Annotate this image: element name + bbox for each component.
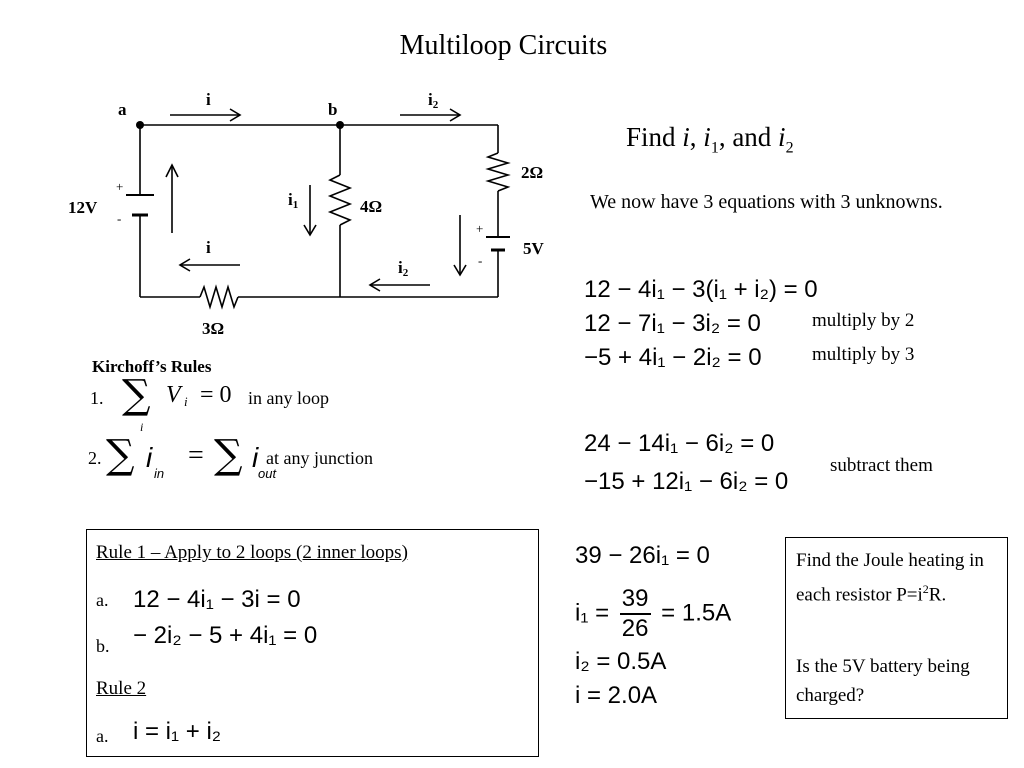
equation-8: i₂ = 0.5A [575, 648, 667, 675]
equation-3: −5 + 4i₁ − 2i₂ = 0 [584, 344, 762, 371]
node-a-label: a [118, 100, 127, 119]
plus-12v: + [116, 179, 123, 194]
intro-text: We now have 3 equations with 3 unknowns. [590, 191, 943, 213]
current-i-bottom-label: i [206, 238, 211, 257]
equation-9: i = 2.0A [575, 682, 658, 709]
node-b-label: b [328, 100, 337, 119]
note-subtract: subtract them [830, 455, 933, 476]
kirchoff-heading: Kirchoff’s Rules [92, 357, 212, 376]
question-battery: Is the 5V battery being charged? [796, 656, 970, 706]
note-multiply-3: multiply by 3 [812, 344, 915, 365]
minus-12v: - [117, 211, 121, 226]
rule-2a-equation: i = i₁ + i₂ [133, 718, 222, 745]
plus-5v: + [476, 221, 483, 236]
current-i2-top-label: i2 [428, 90, 439, 111]
resistor-4ohm-label: 4Ω [360, 197, 382, 216]
current-i2-bottom-label: i2 [398, 258, 409, 279]
rule-1a-label: a. [96, 590, 109, 610]
minus-5v: - [478, 253, 482, 268]
resistor-3ohm-label: 3Ω [202, 319, 224, 338]
current-i1-label: i1 [288, 190, 298, 211]
current-i-top-label: i [206, 90, 211, 109]
rule-1b-label: b. [96, 636, 110, 656]
equation-2: 12 − 7i₁ − 3i₂ = 0 [584, 310, 761, 337]
rule-2-heading: Rule 2 [96, 678, 147, 699]
find-heading: Find i, i1, and i2 [626, 122, 794, 157]
note-multiply-2: multiply by 2 [812, 310, 915, 331]
rule-2a-label: a. [96, 726, 109, 746]
rule-1-heading: Rule 1 – Apply to 2 loops (2 inner loops… [96, 542, 408, 563]
rule-1b-equation: − 2i₂ − 5 + 4i₁ = 0 [133, 622, 318, 649]
equation-1: 12 − 4i₁ − 3(i₁ + i₂) = 0 [584, 276, 818, 303]
equation-4: 24 − 14i₁ − 6i₂ = 0 [584, 430, 775, 457]
circuit-diagram: a b i i2 i1 i i2 12V 5V 4Ω 2Ω 3Ω + - + - [68, 90, 545, 338]
equation-5: −15 + 12i₁ − 6i₂ = 0 [584, 468, 789, 495]
question-box: Find the Joule heating in each resistor … [785, 537, 1008, 719]
battery-5v-label: 5V [523, 239, 545, 258]
rule-1a-equation: 12 − 4i₁ − 3i = 0 [133, 586, 301, 613]
battery-12v-label: 12V [68, 198, 98, 217]
equation-6: 39 − 26i₁ = 0 [575, 542, 710, 569]
page-title: Multiloop Circuits [399, 30, 608, 61]
question-joule: Find the Joule heating in each resistor … [796, 550, 984, 606]
resistor-2ohm-label: 2Ω [521, 163, 543, 182]
rules-box: Rule 1 – Apply to 2 loops (2 inner loops… [86, 529, 539, 757]
